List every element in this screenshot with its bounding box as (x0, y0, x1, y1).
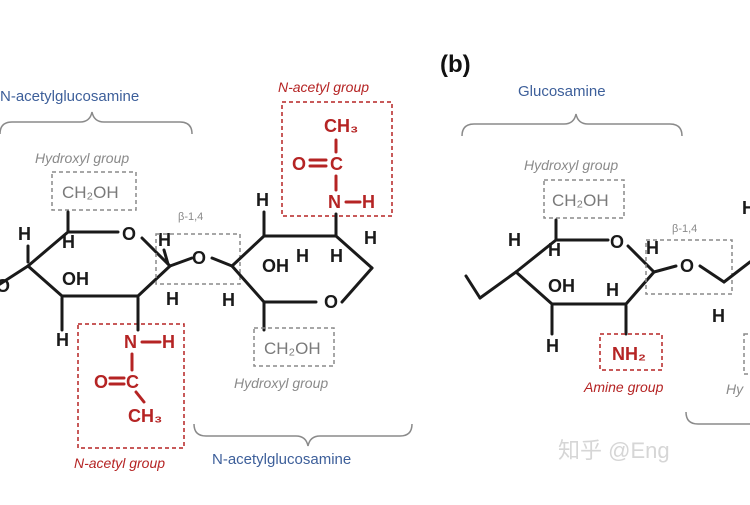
ring2-b4 (340, 266, 374, 304)
hydroxyl-box-b (543, 179, 625, 219)
bond-left-o (0, 264, 30, 286)
h-ringb-c1: H (646, 238, 659, 258)
ring1-o-bond (140, 236, 172, 268)
ring2-b1 (230, 234, 266, 268)
n-top: N (328, 192, 341, 212)
ring2-oxygen: O (324, 292, 338, 312)
beta-box-b (645, 239, 733, 295)
h-ringb-c3: H (546, 336, 559, 356)
bond-h-c1 (162, 248, 170, 266)
ring1-leftlow-bond (26, 264, 64, 298)
ch2oh-right: CH₂OH (264, 339, 321, 358)
h-ring2-c2: H (330, 246, 343, 266)
o-eq-bottom: O (94, 372, 108, 392)
ch3-bottom: CH₃ (128, 406, 162, 426)
oh-right: OH (262, 256, 289, 276)
bond-next-ring-b (722, 260, 750, 284)
h-ring2-c5: H (296, 246, 309, 266)
brace-top (0, 111, 193, 135)
nh-h-top: H (362, 192, 375, 212)
hydroxyl-label-left: Hydroxyl group (35, 150, 129, 166)
brace-label-bottom: N-acetylglucosamine (212, 451, 351, 468)
acetyl-label-bottom: N-acetyl group (74, 455, 165, 471)
hydroxyl-box-partial (743, 333, 750, 375)
hydroxyl-label-b: Hydroxyl group (524, 157, 618, 173)
h-partial-b: H (712, 306, 725, 326)
oh-left: OH (62, 269, 89, 289)
hydroxyl-label-right: Hydroxyl group (234, 375, 328, 391)
ch2oh-left: CH₂OH (62, 183, 119, 202)
nh2: NH₂ (612, 344, 646, 364)
o-eq-top: O (292, 154, 306, 174)
hydroxyl-box-left (51, 171, 137, 211)
hydroxyl-box-right (253, 327, 335, 367)
glucosamine-label: Glucosamine (518, 83, 606, 100)
ringb-oxygen: O (610, 232, 624, 252)
amine-label: Amine group (583, 379, 664, 395)
c-bottom: C (126, 372, 139, 392)
o-left-partial: O (0, 276, 10, 296)
brace-glucosamine (461, 113, 683, 137)
panel-b-label: (b) (440, 51, 471, 78)
ring2-b3 (334, 234, 374, 270)
bond-c1-o (168, 256, 194, 268)
h-ringb-c5: H (548, 240, 561, 260)
h-ring1-c3: H (56, 330, 69, 350)
hydroxyl-label-partial: Hy (726, 381, 744, 397)
bond-left-o-b (478, 270, 518, 300)
bond-c1-o-b (652, 264, 678, 274)
ringb-o-bond (626, 244, 656, 274)
ring2-b6 (230, 264, 266, 304)
amine-box (599, 333, 663, 371)
bond-ch3-bottom (134, 390, 146, 404)
h-ring2-c1: H (364, 228, 377, 248)
c-top: C (330, 154, 343, 174)
h-top-partial-b: H (742, 198, 750, 218)
watermark: 知乎 @Eng (558, 438, 670, 463)
h-ring2-c4: H (222, 290, 235, 310)
ringb-right (624, 270, 656, 306)
n-bottom: N (124, 332, 137, 352)
bond-left-end-b (464, 274, 482, 300)
bond-o-next-b (698, 264, 726, 284)
ring1-lefttop-bond (26, 230, 70, 268)
ch3-top: CH₃ (324, 116, 358, 136)
acetyl-box-bottom (77, 323, 185, 449)
ch2oh-b: CH₂OH (552, 191, 609, 210)
h-ring1-c5: H (62, 232, 75, 252)
brace-bottom-partial (685, 411, 750, 425)
beta-label-b: β-1,4 (672, 223, 697, 235)
ring1-right-bond (136, 264, 172, 298)
h-ring2-c3: H (256, 190, 269, 210)
link-oxygen-b: O (680, 256, 694, 276)
brace-label-top: N-acetylglucosamine (0, 88, 139, 105)
h-ringb-c2: H (606, 280, 619, 300)
h-ring1-c1: H (158, 230, 171, 250)
beta-label-a: β-1,4 (178, 211, 203, 223)
ringb-lefttop (514, 238, 558, 274)
bond-o-c4 (210, 256, 234, 268)
nh-h-bottom: H (162, 332, 175, 352)
h-ringb-c4: H (508, 230, 521, 250)
link-oxygen-a: O (192, 248, 206, 268)
brace-bottom (193, 423, 413, 447)
h-ring1-c2: H (166, 289, 179, 309)
h-ring1-c4: H (18, 224, 31, 244)
oh-b: OH (548, 276, 575, 296)
ringb-leftlow (514, 270, 554, 306)
acetyl-label-top: N-acetyl group (278, 79, 369, 95)
ring1-oxygen: O (122, 224, 136, 244)
